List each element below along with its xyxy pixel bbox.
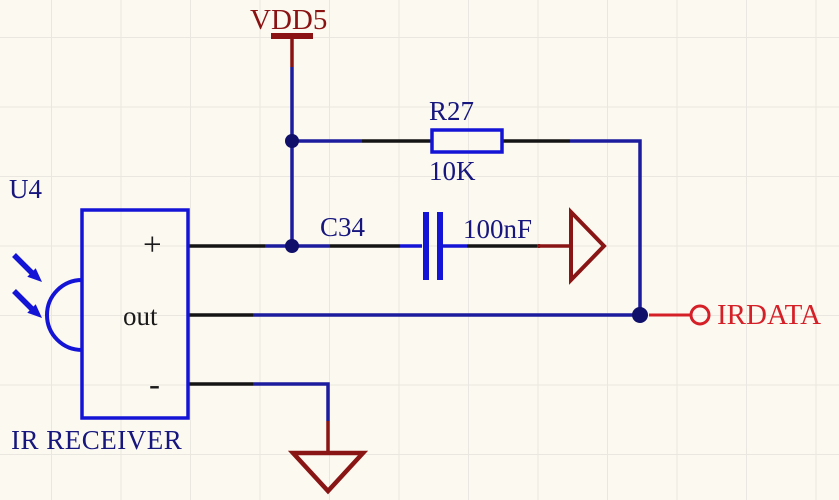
capacitor-ref-label[interactable]: C34 bbox=[320, 212, 366, 242]
ground-symbol[interactable] bbox=[287, 421, 369, 495]
junction-dot bbox=[285, 239, 299, 253]
component-body[interactable] bbox=[80, 208, 190, 420]
resistor-r27[interactable] bbox=[430, 128, 504, 154]
ir-receiver-u4[interactable] bbox=[12, 208, 190, 420]
irdata-net-port[interactable] bbox=[649, 304, 711, 326]
net-irdata-label[interactable]: IRDATA bbox=[717, 299, 822, 331]
junction-dot bbox=[632, 307, 648, 323]
junction-dot bbox=[285, 134, 299, 148]
ir-ray-arrow-top bbox=[12, 253, 42, 282]
pin-minus-label: - bbox=[149, 367, 160, 403]
net-open-circle-icon bbox=[689, 304, 711, 326]
ir-ray-arrow-bottom bbox=[12, 289, 42, 318]
resistor-ref-label[interactable]: R27 bbox=[429, 96, 475, 126]
pin-plus-label: + bbox=[143, 227, 162, 263]
power-net-label[interactable]: VDD5 bbox=[250, 4, 328, 36]
capacitor-value-label[interactable]: 100nF bbox=[463, 214, 533, 244]
ground-triangle-icon bbox=[287, 450, 369, 495]
resistor-value-label[interactable]: 10K bbox=[429, 156, 476, 186]
lens-dome-icon bbox=[45, 278, 83, 352]
component-name-label[interactable]: IR RECEIVER bbox=[11, 425, 183, 455]
wire-minus-to-ground[interactable] bbox=[253, 382, 330, 421]
noerc-port-marker[interactable] bbox=[537, 207, 607, 285]
right-arrow-icon bbox=[569, 207, 607, 285]
pin-out-label: out bbox=[123, 301, 158, 331]
component-ref-label[interactable]: U4 bbox=[9, 174, 42, 204]
vdd5-power-port[interactable] bbox=[271, 33, 313, 67]
capacitor-c34[interactable] bbox=[400, 212, 467, 280]
resistor-body[interactable] bbox=[430, 128, 504, 154]
wire-r27-right-vertical[interactable] bbox=[570, 139, 642, 315]
